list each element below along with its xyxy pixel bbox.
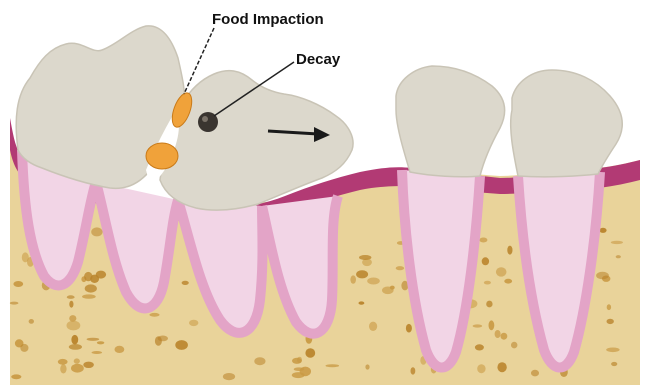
bone-pore [83, 362, 94, 368]
bone-pore [175, 340, 188, 350]
bone-pore [489, 320, 495, 330]
bone-pore [507, 246, 512, 255]
bone-pore [91, 227, 102, 236]
bone-pore [149, 313, 159, 317]
bone-pore [11, 374, 21, 379]
bone-pore [254, 357, 265, 365]
bone-pore [479, 238, 487, 243]
bone-pore [158, 336, 168, 342]
bone-pore [616, 255, 621, 258]
bone-pore [115, 346, 125, 353]
bone-pore [365, 364, 369, 369]
bone-pore [611, 362, 617, 366]
bone-pore [359, 301, 365, 304]
bone-pore [477, 364, 485, 373]
bone-pore [406, 324, 412, 333]
bone-pore [20, 344, 28, 352]
bone-pore [486, 301, 492, 308]
bone-pore [611, 241, 623, 244]
bone-pore [29, 319, 34, 324]
bone-pore [511, 342, 517, 349]
bone-pore [297, 357, 302, 363]
bone-pore [495, 330, 501, 338]
bone-pore [607, 319, 614, 324]
bone-pore [411, 367, 416, 374]
bone-pore [396, 266, 404, 270]
food-impaction-label: Food Impaction [212, 11, 324, 28]
bone-pore [71, 364, 84, 373]
bone-pore [359, 255, 371, 260]
decay-spot-highlight [202, 116, 208, 122]
bone-pore [96, 271, 106, 279]
bone-pore [606, 348, 619, 353]
bone-pore [69, 344, 82, 350]
bone-pore [84, 272, 92, 281]
bone-pore [189, 320, 198, 326]
bone-pore [67, 321, 81, 331]
decay-label: Decay [296, 51, 341, 68]
bone-pore [504, 279, 512, 284]
bone-pore [71, 335, 78, 345]
bone-pore [182, 281, 189, 285]
bone-pore [497, 362, 506, 372]
bone-pore [484, 281, 491, 285]
bone-pore [97, 341, 104, 344]
bone-pore [294, 367, 305, 371]
bone-pore [350, 275, 356, 283]
bone-pore [67, 295, 75, 299]
bone-pore [607, 304, 611, 310]
bone-pore [74, 358, 80, 363]
bone-pore [482, 257, 489, 265]
bone-pore [473, 324, 483, 327]
bone-pore [60, 364, 66, 373]
bone-pore [367, 278, 380, 285]
bone-pore [356, 270, 368, 278]
bone-pore [87, 338, 100, 341]
bone-pore [390, 286, 395, 290]
bone-pore [496, 267, 507, 276]
bone-pore [369, 322, 377, 331]
bone-pore [596, 272, 609, 280]
bone-pore [326, 364, 340, 367]
bone-pore [82, 294, 96, 298]
bone-pore [305, 348, 315, 358]
bone-pore [475, 344, 484, 350]
bone-pore [599, 228, 606, 233]
bone-pore [223, 373, 235, 380]
bone-pore [501, 333, 508, 340]
bone-pore [85, 284, 97, 292]
bone-pore [58, 359, 68, 365]
bone-pore [69, 301, 73, 308]
food-particle-lower [146, 143, 178, 169]
bone-pore [531, 370, 539, 377]
bone-pore [10, 302, 19, 305]
bone-pore [92, 351, 103, 354]
bone-pore [13, 281, 23, 287]
